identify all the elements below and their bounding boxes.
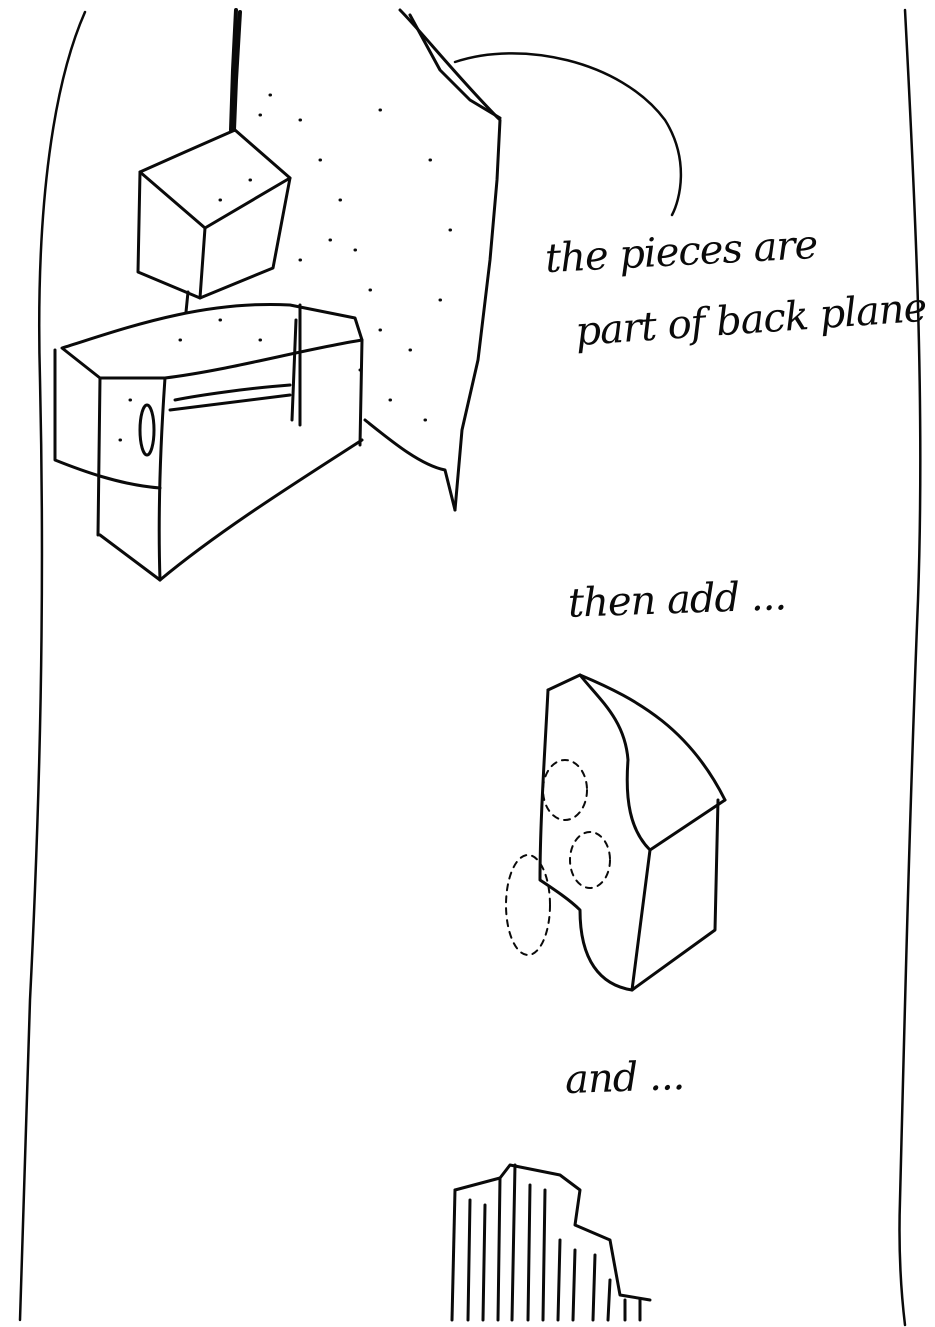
stipple-dots — [120, 95, 451, 440]
desk-sketch — [55, 304, 362, 580]
dashed-circles — [506, 760, 610, 955]
hanging-cable — [231, 10, 240, 130]
right-boundary-line — [899, 10, 920, 1325]
left-boundary-line — [20, 12, 85, 1320]
back-plane-panel — [365, 10, 500, 510]
annotation-line-4: and ... — [564, 1056, 684, 1100]
vertical-fins-sketch — [452, 1165, 650, 1320]
cube-sketch — [138, 130, 290, 312]
shaped-block-sketch — [540, 675, 725, 990]
annotation-line-3: then add ... — [567, 576, 786, 624]
callout-line — [455, 53, 681, 215]
